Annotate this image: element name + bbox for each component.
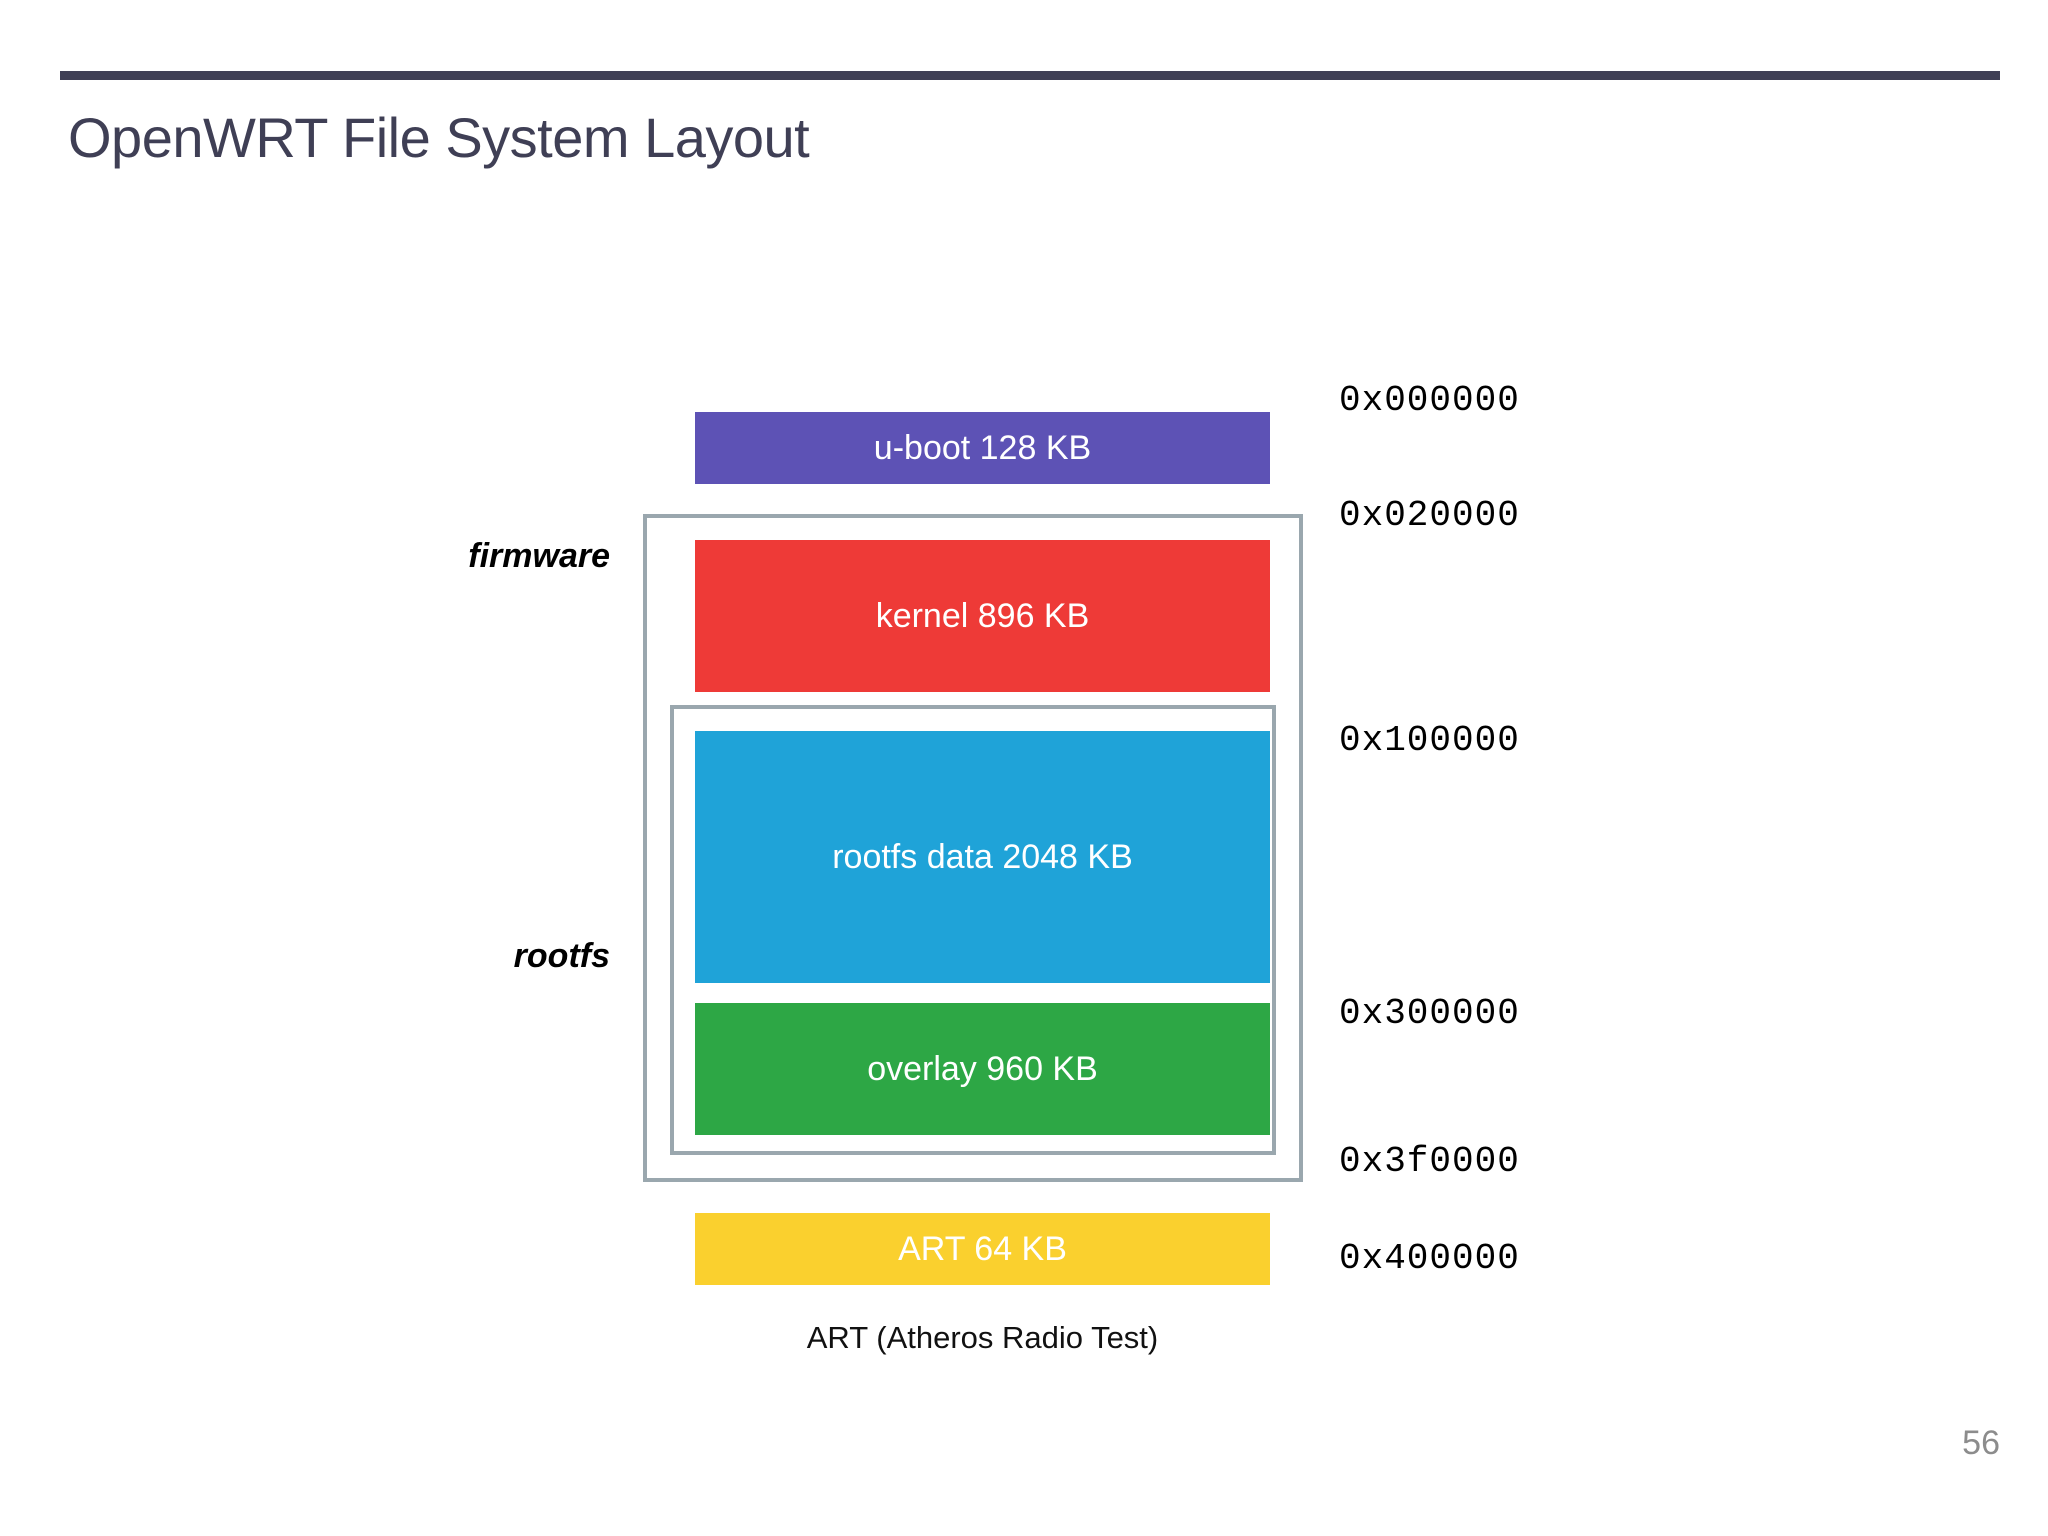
partition-block-uboot: u-boot 128 KB [695, 412, 1270, 484]
address-label-0x3f0000: 0x3f0000 [1339, 1141, 1520, 1182]
rootfs-group-box [670, 705, 1276, 1155]
address-label-0x000000: 0x000000 [1339, 380, 1520, 421]
rootfs-group-label: rootfs [513, 937, 610, 975]
partition-block-kernel: kernel 896 KB [695, 540, 1270, 692]
firmware-group-label: firmware [468, 537, 610, 575]
page-title: OpenWRT File System Layout [68, 106, 810, 169]
partition-block-overlay: overlay 960 KB [695, 1003, 1270, 1135]
art-caption: ART (Atheros Radio Test) [806, 1320, 1159, 1355]
partition-block-art: ART 64 KB [695, 1213, 1270, 1285]
address-label-0x100000: 0x100000 [1339, 720, 1520, 761]
address-label-0x020000: 0x020000 [1339, 495, 1520, 536]
partition-block-rootfs-data: rootfs data 2048 KB [695, 731, 1270, 983]
address-label-0x300000: 0x300000 [1339, 993, 1520, 1034]
address-label-0x400000: 0x400000 [1339, 1238, 1520, 1279]
page-number: 56 [1962, 1424, 2000, 1462]
firmware-group-box [643, 514, 1303, 1182]
title-rule [60, 71, 2000, 80]
